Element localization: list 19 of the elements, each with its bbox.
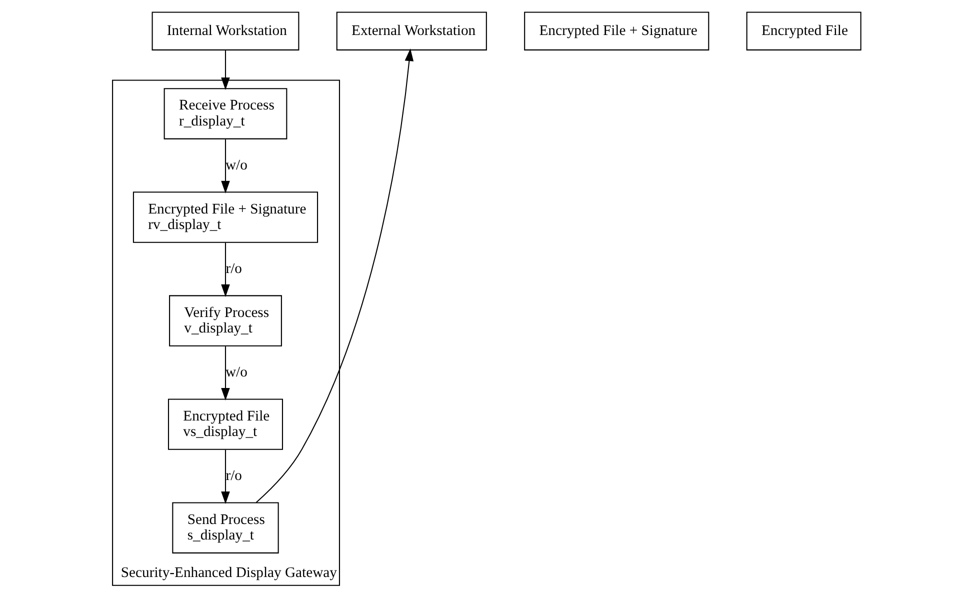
edge-label: w/o [226,157,248,174]
arrow [221,450,230,504]
arrow [221,139,230,194]
node-box: Send Process s_display_t [172,502,279,554]
edge-label: w/o [226,364,248,380]
node-box: External Workstation [336,12,487,50]
arrow [221,346,230,401]
node-box: Verify Process v_display_t [169,295,282,346]
node-box: Encrypted File + Signature rv_display_t [132,192,318,243]
arrow [256,48,414,503]
edge-label: r/o [226,468,242,484]
arrow [221,50,230,90]
node-box: Encrypted File + Signature [524,12,710,50]
node-box: Receive Process r_display_t [164,88,288,140]
node-box: Encrypted File [746,12,862,50]
edge-label: r/o [226,260,242,277]
arrow [221,242,230,297]
node-box: Encrypted File vs_display_t [168,398,284,450]
node-box: Internal Workstation [152,12,300,50]
